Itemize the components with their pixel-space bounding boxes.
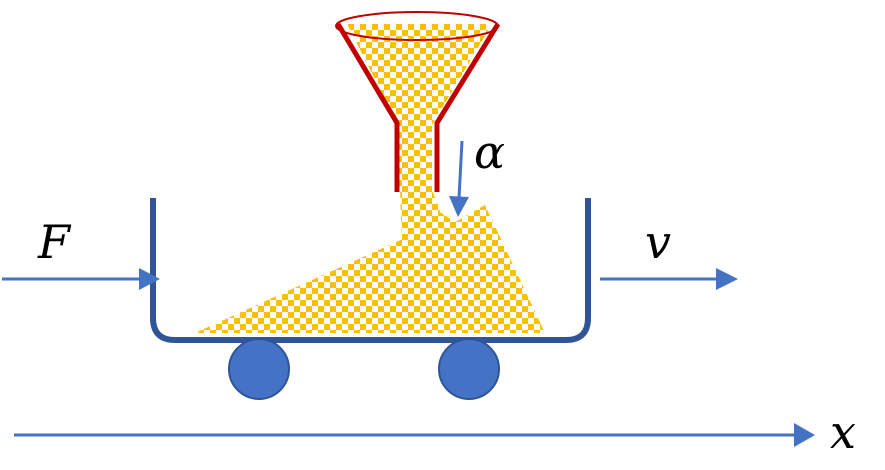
- force-arrowhead: [139, 268, 160, 290]
- funnel-left-wall: [335, 22, 400, 192]
- x-axis-label: x: [830, 405, 856, 459]
- rate-arrow: [457, 140, 464, 199]
- x-axis-arrowhead: [794, 423, 815, 447]
- funnel: [335, 11, 501, 192]
- sand-heap: [195, 205, 545, 333]
- force-label: F: [37, 215, 72, 269]
- cart-wheel-right: [438, 338, 500, 400]
- cart-body: [150, 198, 591, 343]
- velocity-label: v: [645, 215, 671, 269]
- velocity-arrowhead: [716, 268, 738, 290]
- rate-arrowhead: [449, 196, 469, 217]
- funnel-sand: [347, 24, 492, 192]
- funnel-right-wall: [434, 22, 501, 192]
- rate-label: α: [474, 125, 505, 179]
- cart-wheel-left: [228, 338, 290, 400]
